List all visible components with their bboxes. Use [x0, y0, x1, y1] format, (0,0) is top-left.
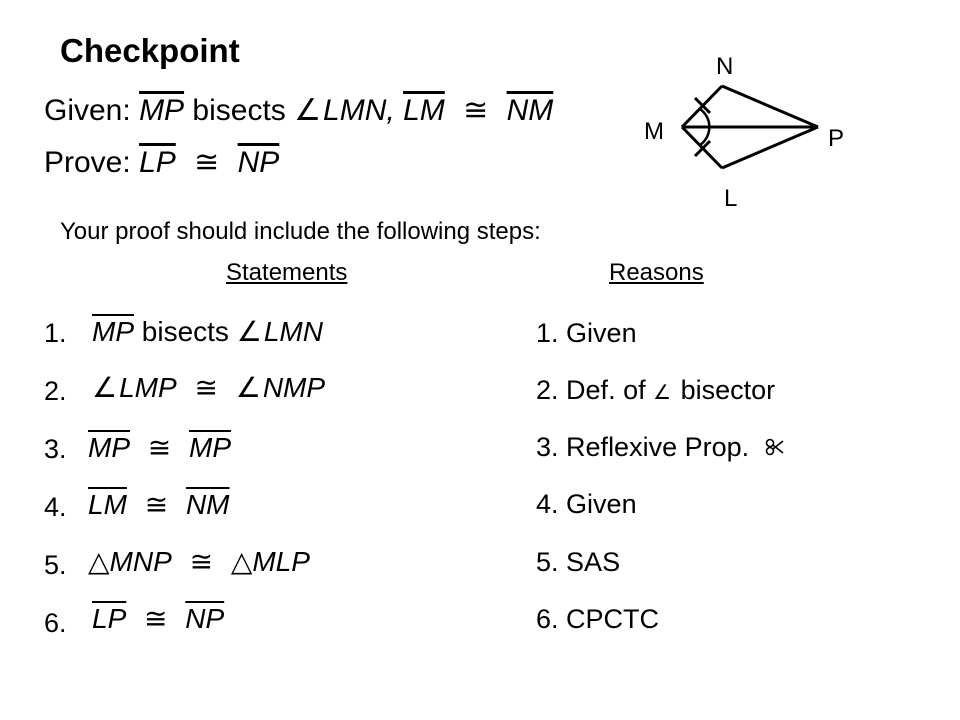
reason-3: 3. Reflexive Prop.: [536, 434, 785, 461]
angle-arc-mark: [699, 107, 711, 147]
given-prefix: Given:: [44, 94, 131, 127]
statement-verb: bisects: [141, 316, 229, 347]
prove-line: Prove: LP ≅ NP: [44, 148, 279, 178]
congruent-icon: ≅: [189, 546, 214, 577]
reason-text: Given: [566, 318, 637, 348]
segment-np: [721, 84, 819, 129]
given-angle: LMN,: [323, 94, 395, 127]
triangle-label: MNP: [109, 546, 172, 577]
triangle-icon: △: [230, 546, 253, 577]
reason-number: 2.: [536, 375, 559, 405]
angle-label: LMN: [263, 316, 323, 347]
angle-icon: ∠: [235, 372, 261, 403]
given-line: Given: MP bisects ∠LMN, LM ≅ NM: [44, 96, 553, 126]
reason-1: 1. Given: [536, 320, 637, 347]
reason-4: 4. Given: [536, 491, 637, 518]
reason-number: 4.: [536, 489, 559, 519]
reason-text: CPCTC: [566, 604, 660, 634]
given-segment-lm: LM: [403, 94, 445, 127]
segment-label: LM: [88, 489, 127, 520]
congruent-icon: ≅: [194, 146, 220, 179]
given-segment-mp: MP: [139, 94, 185, 127]
congruent-icon: ≅: [144, 603, 168, 634]
congruent-icon: ≅: [144, 489, 169, 520]
reason-number: 6.: [536, 604, 559, 634]
page-title: Checkpoint: [60, 32, 240, 69]
congruent-icon: ≅: [194, 372, 218, 403]
label-l: L: [724, 185, 737, 212]
reason-2: 2. Def. of ∠ bisector: [536, 377, 775, 404]
reason-number: 3.: [536, 432, 559, 462]
reason-number: 5.: [536, 547, 559, 577]
prove-segment-lp: LP: [139, 146, 176, 179]
instruction-text: Your proof should include the following …: [60, 218, 541, 245]
segment-label: MP: [92, 316, 134, 347]
triangle-icon: △: [88, 546, 110, 577]
statement-number: 6.: [44, 608, 67, 638]
statements-header: Statements: [226, 259, 348, 286]
label-p: P: [828, 125, 844, 152]
congruent-icon: ≅: [463, 94, 489, 127]
angle-icon: ∠: [236, 316, 262, 347]
label-n: N: [716, 53, 733, 80]
angle-label: NMP: [262, 372, 326, 403]
prove-prefix: Prove:: [44, 146, 131, 179]
reason-5: 5. SAS: [536, 549, 620, 576]
segment-label: MP: [88, 432, 130, 463]
reason-6: 6. CPCTC: [536, 606, 659, 633]
statement-number: 1.: [44, 318, 67, 348]
segment-label: LP: [92, 603, 127, 634]
angle-label: LMP: [119, 372, 177, 403]
triangle-label: MLP: [252, 546, 310, 577]
angle-icon: ∠: [294, 94, 322, 127]
statement-number: 3.: [44, 434, 67, 464]
label-m: M: [644, 118, 664, 145]
reason-number: 1.: [536, 318, 559, 348]
statement-4: LM ≅ NM: [88, 491, 229, 519]
triangle-diagram: N M P L: [644, 53, 844, 212]
segment-label: NP: [185, 603, 225, 634]
angle-icon: ∠: [653, 382, 672, 404]
reason-text: Reflexive Prop.: [566, 432, 750, 462]
statement-number: 4.: [44, 492, 67, 522]
statement-6: LP ≅ NP: [92, 605, 224, 633]
reason-text: Def. of: [566, 375, 646, 405]
segment-label: NM: [185, 489, 230, 520]
segment-label: MP: [189, 432, 232, 463]
given-segment-nm: NM: [506, 94, 554, 127]
reason-text: SAS: [566, 547, 621, 577]
tick-mark-ml: [693, 139, 712, 158]
congruent-icon: ≅: [147, 432, 172, 463]
statement-2: ∠LMP ≅ ∠NMP: [92, 374, 325, 402]
given-verb: bisects: [192, 94, 286, 127]
prove-segment-np: NP: [237, 146, 280, 179]
statement-5: △MNP ≅ △MLP: [88, 548, 310, 576]
reasons-header: Reasons: [609, 259, 704, 286]
statement-number: 5.: [44, 550, 67, 580]
tick-mark-mn: [693, 96, 712, 115]
reason-text: Given: [566, 489, 637, 519]
segment-lp: [721, 125, 819, 170]
angle-icon: ∠: [92, 372, 118, 403]
reason-suffix: bisector: [680, 375, 776, 405]
statement-3: MP ≅ MP: [88, 434, 231, 462]
scissors-like-icon: [765, 438, 784, 456]
statement-number: 2.: [44, 376, 67, 406]
statement-1: MP bisects ∠LMN: [92, 318, 323, 346]
